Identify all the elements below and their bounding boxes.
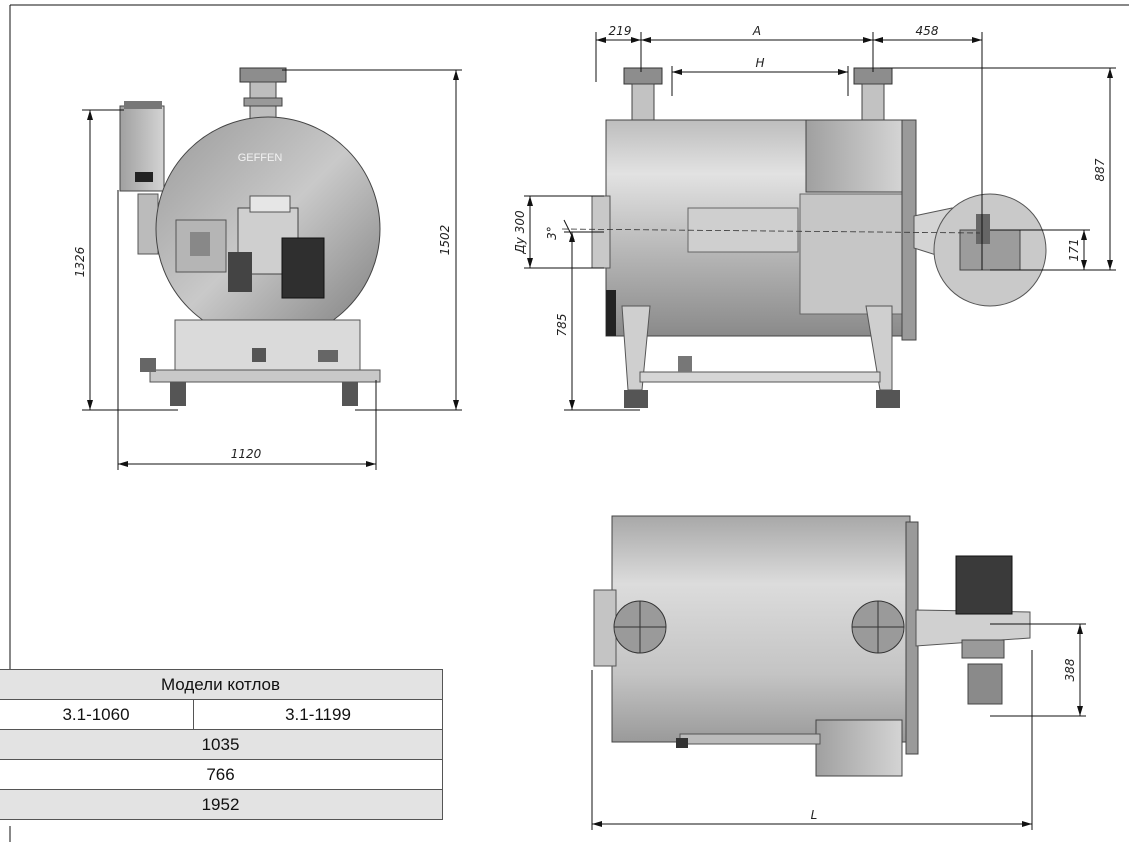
dim-angle: 3° <box>545 226 559 240</box>
dim-887: 887 <box>1093 158 1107 181</box>
front-view: GEFFEN 1326 1502 1120 <box>73 67 462 470</box>
dim-219: 219 <box>609 24 632 38</box>
dim-du300: Ду 300 <box>513 210 527 255</box>
top-view: 388 L <box>591 515 1086 830</box>
side-view: 219 A 458 H 887 171 Ду 300 3° <box>513 24 1116 411</box>
dim-458: 458 <box>916 24 939 38</box>
table-row: 1035 <box>0 729 443 760</box>
geffen-logo: GEFFEN <box>238 152 283 164</box>
dim-388: 388 <box>1063 658 1077 681</box>
table-header: Модели котлов <box>0 669 443 700</box>
dim-A: A <box>752 24 761 38</box>
models-table: Модели котлов 3.1-1060 3.1-1199 1035 766… <box>0 669 443 820</box>
dim-L: L <box>811 808 818 822</box>
dim-171: 171 <box>1067 239 1081 262</box>
model-1060: 3.1-1060 <box>0 699 194 730</box>
dim-785: 785 <box>555 314 569 337</box>
table-row: 766 <box>0 759 443 790</box>
model-1199: 3.1-1199 <box>193 699 443 730</box>
dim-1120: 1120 <box>231 447 262 461</box>
dim-1502: 1502 <box>438 225 452 256</box>
table-row: 1952 <box>0 789 443 820</box>
dim-H: H <box>755 56 764 70</box>
dim-1326: 1326 <box>73 246 87 277</box>
